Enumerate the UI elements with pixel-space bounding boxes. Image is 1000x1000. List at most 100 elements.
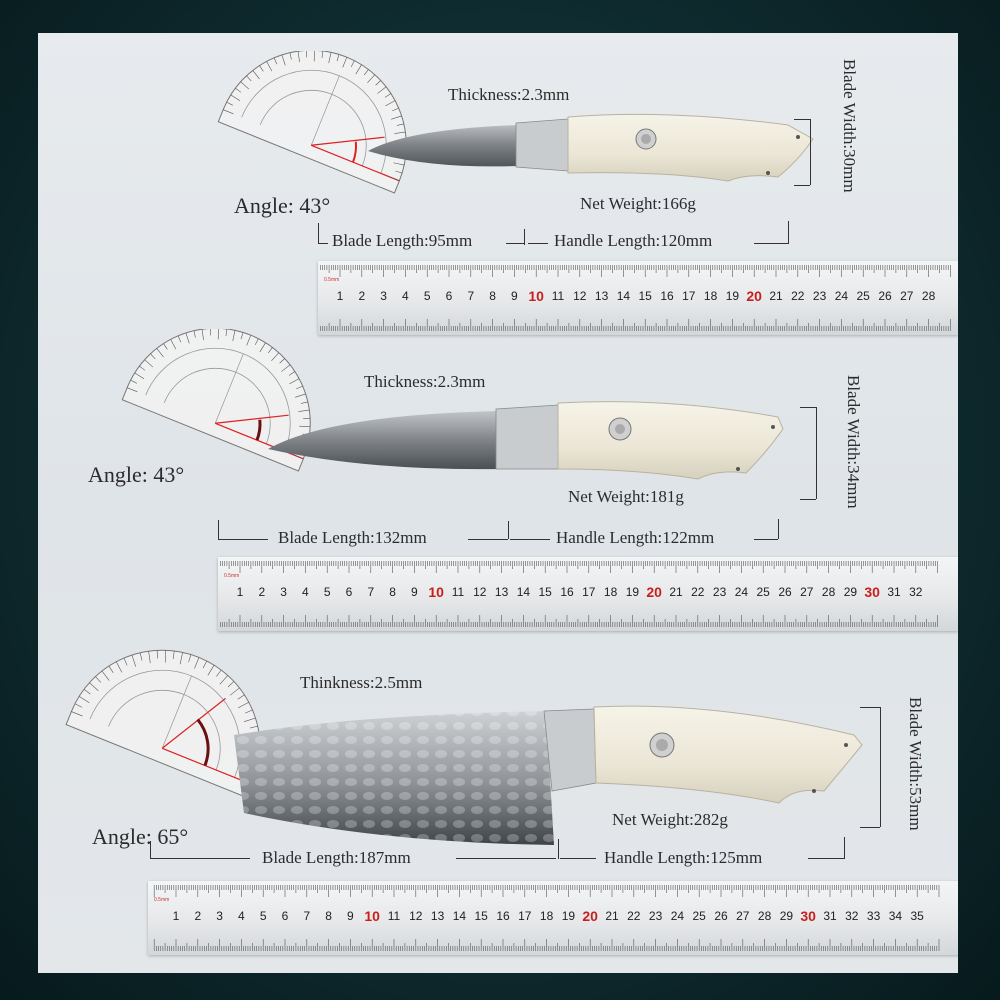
ruler-number: 16 — [560, 585, 574, 599]
protractor-icon — [65, 649, 261, 799]
angle-label: Angle: 43° — [88, 462, 185, 487]
ruler-number: 11 — [551, 289, 565, 303]
ruler-number: 22 — [627, 909, 641, 923]
ruler-number: 2 — [358, 289, 366, 303]
dimension-bracket — [456, 858, 556, 859]
dimension-bracket — [528, 243, 548, 244]
ruler-number: 1 — [172, 909, 180, 923]
dimension-bracket — [318, 223, 319, 243]
ruler-number: 4 — [302, 585, 309, 599]
dimension-bracket — [218, 539, 268, 540]
ruler-number: 8 — [325, 909, 332, 923]
ruler-number: 15 — [474, 909, 488, 923]
ruler-ticks — [153, 885, 940, 951]
ruler-number: 32 — [909, 585, 923, 599]
ruler-number: 30 — [800, 908, 816, 924]
ruler-number: 16 — [660, 289, 674, 303]
utility-knife-image — [268, 401, 784, 480]
ruler-number: 20 — [646, 584, 662, 600]
dimension-bracket — [778, 519, 779, 539]
thickness-label: Thinkness:2.5mm — [300, 673, 423, 692]
ruler-number: 26 — [778, 585, 792, 599]
ruler-number: 22 — [691, 585, 705, 599]
ruler-number: 12 — [409, 909, 423, 923]
ruler-number: 35 — [910, 909, 924, 923]
ruler-number: 26 — [714, 909, 728, 923]
handle-length-label: Handle Length:125mm — [604, 848, 763, 867]
ruler-number: 28 — [921, 289, 936, 303]
ruler-number: 8 — [489, 289, 496, 303]
ruler-number: 20 — [582, 908, 598, 924]
ruler-number: 23 — [712, 585, 727, 599]
ruler-number: 19 — [561, 909, 576, 923]
ruler-unit-label: 0.5mm — [154, 897, 170, 903]
angle-label: Angle: 65° — [92, 824, 189, 849]
dimension-bracket — [218, 520, 219, 540]
blade-width-label: Blade Width:34mm — [844, 375, 863, 509]
ruler-number: 2 — [194, 909, 202, 923]
ruler-number: 21 — [769, 289, 783, 303]
ruler-number: 1 — [236, 585, 244, 599]
ruler-number: 21 — [669, 585, 683, 599]
dimension-bracket — [318, 243, 328, 244]
ruler-number: 27 — [800, 585, 814, 599]
dimension-bracket — [510, 539, 550, 540]
ruler-number: 23 — [648, 909, 663, 923]
ruler-number: 3 — [380, 289, 387, 303]
dimension-bracket — [880, 707, 881, 827]
ruler-number: 11 — [451, 585, 465, 599]
ruler-number: 31 — [887, 585, 901, 599]
ruler-number: 20 — [746, 288, 762, 304]
ruler-number: 18 — [603, 585, 618, 599]
ruler-number: 21 — [605, 909, 619, 923]
dimension-bracket — [468, 539, 508, 540]
ruler-number: 6 — [445, 289, 453, 303]
ruler-number: 25 — [692, 909, 706, 923]
ruler-number: 6 — [345, 585, 353, 599]
ruler-number: 13 — [594, 289, 609, 303]
ruler-number: 12 — [573, 289, 587, 303]
ruler-number: 15 — [638, 289, 652, 303]
dimension-bracket — [808, 858, 844, 859]
ruler-number: 5 — [323, 585, 331, 599]
ruler-number: 7 — [303, 909, 311, 923]
handle-length-label: Handle Length:120mm — [554, 231, 713, 250]
dimension-bracket — [558, 839, 559, 859]
product-panel: Thickness:2.3mm Angle: 43° Net Weight:16… — [38, 33, 958, 973]
ruler-number: 30 — [864, 584, 880, 600]
ruler-number: 5 — [259, 909, 267, 923]
blade-length-label: Blade Length:95mm — [332, 231, 473, 250]
ruler-number: 18 — [703, 289, 718, 303]
ruler-number: 9 — [411, 585, 418, 599]
ruler-number: 10 — [428, 584, 444, 600]
nakiri-knife-image — [234, 705, 863, 845]
ruler-number: 2 — [258, 585, 266, 599]
dimension-bracket — [844, 837, 845, 859]
ruler-number: 7 — [467, 289, 475, 303]
ruler-unit-label: 0.5mm — [224, 573, 240, 579]
protractor-icon — [121, 329, 311, 472]
dimension-bracket — [816, 407, 817, 499]
ruler-number: 4 — [402, 289, 409, 303]
ruler-number: 14 — [452, 909, 467, 923]
ruler-number: 24 — [834, 289, 849, 303]
thickness-label: Thickness:2.3mm — [364, 372, 486, 391]
ruler-ticks — [320, 265, 951, 331]
ruler-number: 24 — [734, 585, 749, 599]
ruler-number: 17 — [582, 585, 596, 599]
ruler-number: 17 — [518, 909, 532, 923]
paring-knife-image — [368, 113, 814, 182]
dimension-bracket — [506, 243, 524, 244]
ruler-number: 25 — [756, 585, 770, 599]
ruler-number: 5 — [423, 289, 431, 303]
handle-length-label: Handle Length:122mm — [556, 528, 715, 547]
ruler-number: 27 — [900, 289, 914, 303]
blade-width-label: Blade Width:53mm — [906, 697, 925, 831]
dimension-bracket — [794, 185, 810, 186]
angle-label: Angle: 43° — [234, 193, 331, 218]
ruler-number: 7 — [367, 585, 375, 599]
blade-length-label: Blade Length:187mm — [262, 848, 411, 867]
